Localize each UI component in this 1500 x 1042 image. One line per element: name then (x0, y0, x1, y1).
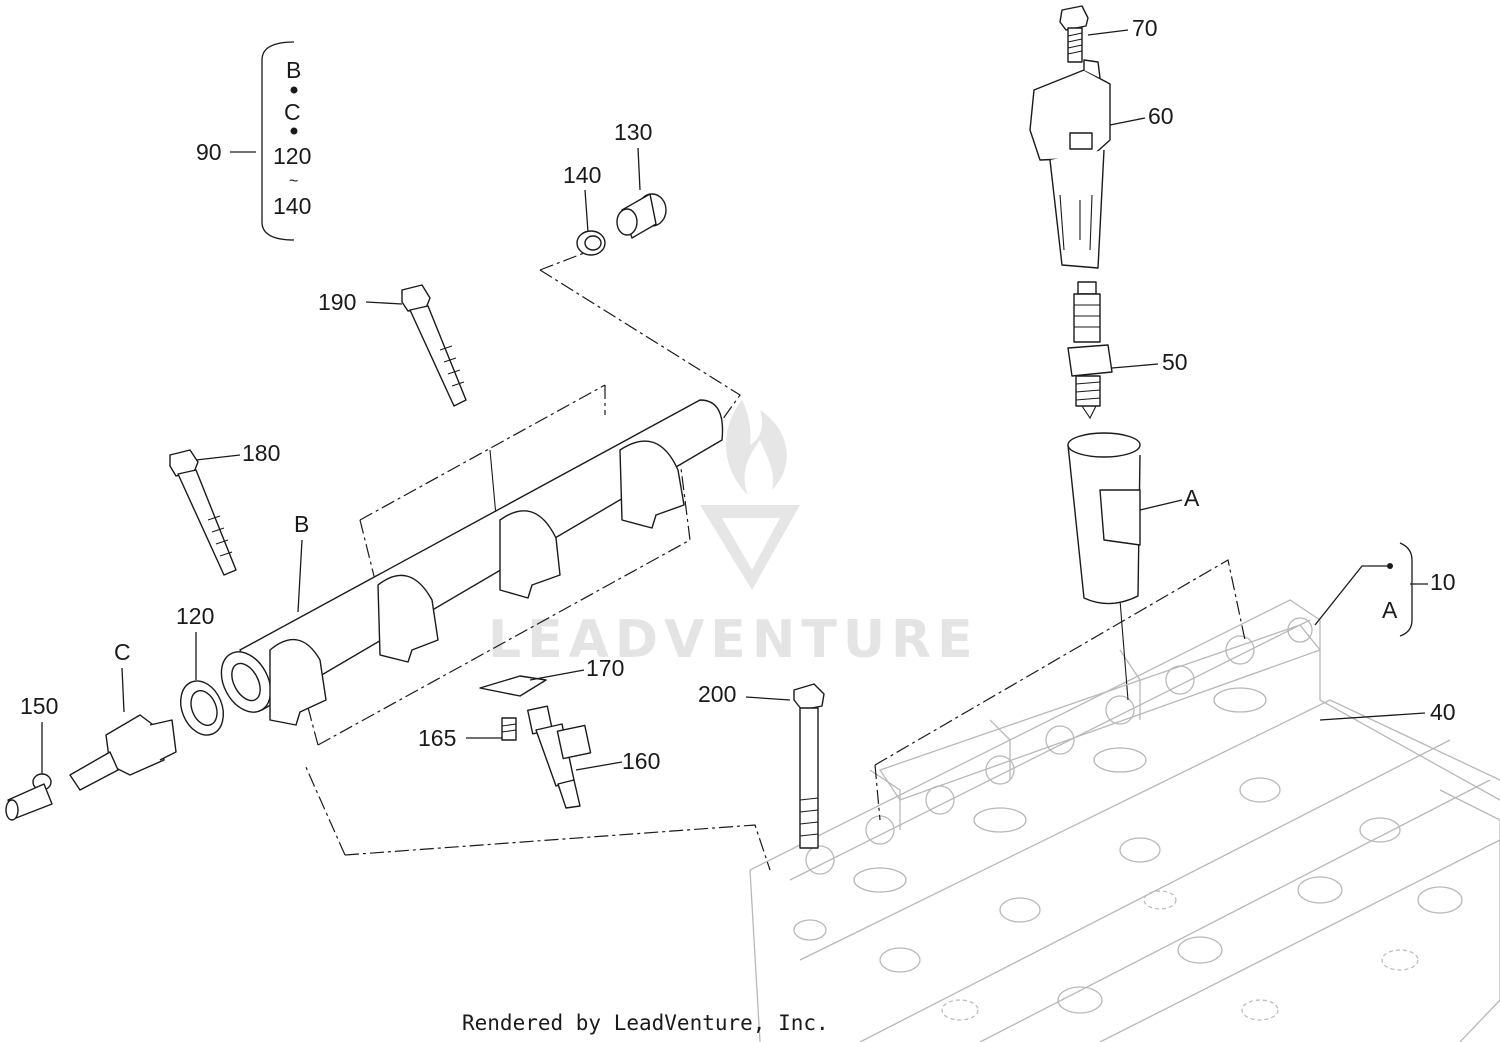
label-165: 165 (418, 725, 456, 751)
part-165-screw (501, 717, 517, 741)
label-c: C (114, 639, 131, 665)
group-90-to: 140 (273, 193, 311, 219)
label-200: 200 (698, 681, 736, 707)
label-140: 140 (563, 162, 601, 188)
label-70: 70 (1132, 15, 1158, 41)
leader-lines (41, 29, 1428, 774)
label-a-kit: A (1382, 597, 1398, 623)
separator-dot (290, 127, 298, 135)
label-40: 40 (1430, 699, 1456, 725)
group-90-b: B (286, 57, 301, 83)
label-50: 50 (1162, 349, 1188, 375)
part-a-sleeve (1067, 432, 1141, 605)
label-b: B (294, 511, 309, 537)
part-180-bolt (169, 449, 237, 576)
part-40-gasket (878, 624, 1322, 801)
label-130: 130 (614, 119, 652, 145)
label-90: 90 (196, 139, 222, 165)
cylinder-head-ghost (749, 599, 1500, 1042)
leadventure-watermark-logo: LEADVENTURE (488, 400, 979, 670)
render-credit: Rendered by LeadVenture, Inc. (462, 1011, 829, 1035)
part-190-bolt (401, 284, 467, 407)
part-60-ignition-coil (1029, 59, 1111, 269)
part-170-clip (479, 675, 547, 697)
watermark-text: LEADVENTURE (488, 610, 979, 670)
part-160-injector (527, 705, 592, 809)
part-140-washer (576, 230, 606, 256)
label-10: 10 (1430, 569, 1456, 595)
group-90-c: C (284, 99, 301, 125)
part-c-pressure-sensor (69, 714, 177, 791)
part-150-connector (5, 773, 53, 821)
label-120: 120 (176, 603, 214, 629)
part-120-seal (179, 680, 225, 736)
part-70-bolt (1059, 5, 1089, 63)
label-160: 160 (622, 748, 660, 774)
group-90-tilde: ~ (289, 173, 298, 190)
label-60: 60 (1148, 103, 1174, 129)
part-130-plug (616, 193, 667, 239)
label-180: 180 (242, 440, 280, 466)
part-200-bolt (793, 683, 825, 849)
part-b-fuel-rail (220, 399, 724, 726)
label-150: 150 (20, 693, 58, 719)
separator-dot (290, 86, 298, 94)
label-170: 170 (586, 655, 624, 681)
label-190: 190 (318, 289, 356, 315)
label-a: A (1184, 485, 1200, 511)
part-50-spark-plug (1067, 281, 1113, 420)
group-90-from: 120 (273, 143, 311, 169)
